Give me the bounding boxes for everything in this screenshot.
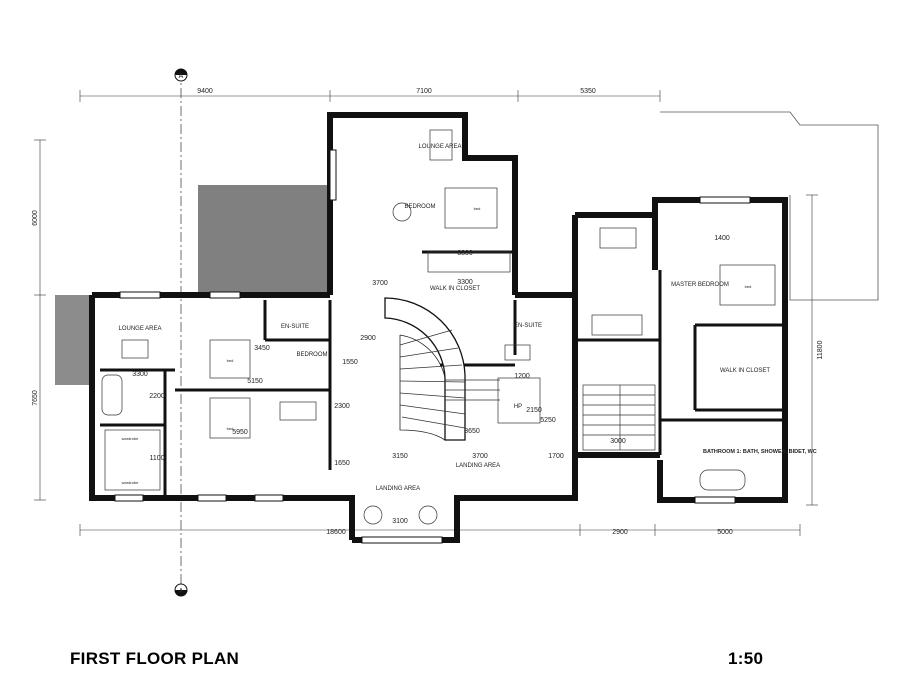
room-label-hp: HP [514, 404, 522, 410]
external-area [55, 295, 90, 385]
room-label-lounge-left: LOUNGE AREA [118, 326, 161, 332]
bottom-dim-3: 5000 [717, 529, 733, 536]
svg-text:3000: 3000 [610, 438, 626, 445]
room-labels: LOUNGE AREA BEDROOM LOUNGE AREA EN-SUITE… [118, 144, 816, 492]
room-label-bedroom-top: BEDROOM [404, 204, 435, 210]
svg-text:wardrobe: wardrobe [122, 480, 139, 485]
room-label-walk-in-closet: WALK IN CLOSET [430, 286, 480, 292]
room-label-en-suite-left: EN-SUITE [281, 324, 309, 330]
svg-text:5950: 5950 [232, 429, 248, 436]
straight-stair [582, 384, 656, 451]
bottom-dimension-line: 18600 2900 5000 [79, 524, 801, 536]
room-label-en-suite-right: EN-SUITE [514, 323, 542, 329]
bed-left-1 [209, 339, 251, 379]
room-label-walk-in-closet-master: WALK IN CLOSET [720, 368, 770, 374]
svg-text:2150: 2150 [526, 407, 542, 414]
bed-left-2 [209, 397, 251, 439]
svg-text:2300: 2300 [334, 403, 350, 410]
section-marker-bottom: A [174, 583, 188, 597]
left-dimension-line: 6000 7650 [32, 139, 46, 501]
svg-text:3300: 3300 [457, 279, 473, 286]
top-dimension-line: 9400 7100 5350 [79, 88, 661, 102]
svg-text:3300: 3300 [457, 250, 473, 257]
room-label-landing-bay: LANDING AREA [376, 486, 420, 492]
master-bath [699, 469, 746, 491]
right-dim-1: 11800 [817, 340, 824, 359]
svg-text:3150: 3150 [392, 453, 408, 460]
svg-text:5250: 5250 [540, 417, 556, 424]
bottom-dim-1: 18600 [326, 529, 346, 536]
furniture-labels: bed bed bed bed wardrobe wardrobe [122, 206, 752, 485]
svg-text:1550: 1550 [342, 359, 358, 366]
svg-text:wardrobe: wardrobe [122, 436, 139, 441]
inner-dimensions: 3700 3300 2900 1550 2300 1650 3150 3700 … [132, 235, 730, 525]
svg-text:5150: 5150 [247, 378, 263, 385]
left-dim-2: 7650 [32, 390, 39, 406]
svg-text:3300: 3300 [132, 371, 148, 378]
svg-text:1650: 1650 [334, 460, 350, 467]
room-label-landing-right: LANDING AREA [456, 463, 500, 469]
windows [114, 149, 751, 544]
svg-text:3100: 3100 [392, 518, 408, 525]
svg-text:bed: bed [227, 358, 234, 363]
bathtub [101, 374, 123, 416]
room-label-bathroom-1: BATHROOM 1: BATH, SHOWER, BIDET, WC [703, 449, 817, 455]
svg-text:bed: bed [745, 284, 752, 289]
terrace-outline [660, 111, 879, 301]
room-label-lounge-top: LOUNGE AREA [418, 144, 461, 150]
right-dimension-line: 11800 [806, 194, 824, 506]
top-dim-3: 5350 [580, 88, 596, 95]
svg-text:3650: 3650 [464, 428, 480, 435]
fittings [101, 129, 776, 491]
svg-text:bed: bed [474, 206, 481, 211]
svg-text:A: A [179, 588, 184, 595]
svg-text:1100: 1100 [149, 455, 164, 462]
svg-text:2200: 2200 [149, 393, 165, 400]
chair-right [418, 505, 438, 525]
svg-text:A: A [179, 73, 184, 80]
master-bed [719, 264, 776, 306]
top-dim-2: 7100 [416, 88, 432, 95]
svg-text:2900: 2900 [360, 335, 376, 342]
svg-text:bed: bed [227, 426, 234, 431]
svg-text:3700: 3700 [472, 453, 488, 460]
svg-text:1200: 1200 [514, 373, 530, 380]
svg-text:3700: 3700 [372, 280, 388, 287]
top-dim-1: 9400 [197, 88, 213, 95]
bottom-dim-2: 2900 [612, 529, 628, 536]
drawing-scale: 1:50 [728, 649, 764, 668]
room-label-master-bedroom: MASTER BEDROOM [671, 282, 729, 288]
roof-area [198, 185, 330, 297]
curved-staircase [384, 297, 500, 441]
section-marker-top: A [174, 68, 188, 82]
bed-top [444, 187, 498, 229]
svg-text:1700: 1700 [548, 453, 564, 460]
armchair [392, 202, 412, 222]
left-dim-1: 6000 [32, 210, 39, 226]
room-label-bedroom-left: BEDROOM [296, 352, 327, 358]
chair-left [363, 505, 383, 525]
drawing-title: FIRST FLOOR PLAN [70, 649, 240, 668]
svg-text:1400: 1400 [714, 235, 730, 242]
svg-text:3450: 3450 [254, 345, 270, 352]
